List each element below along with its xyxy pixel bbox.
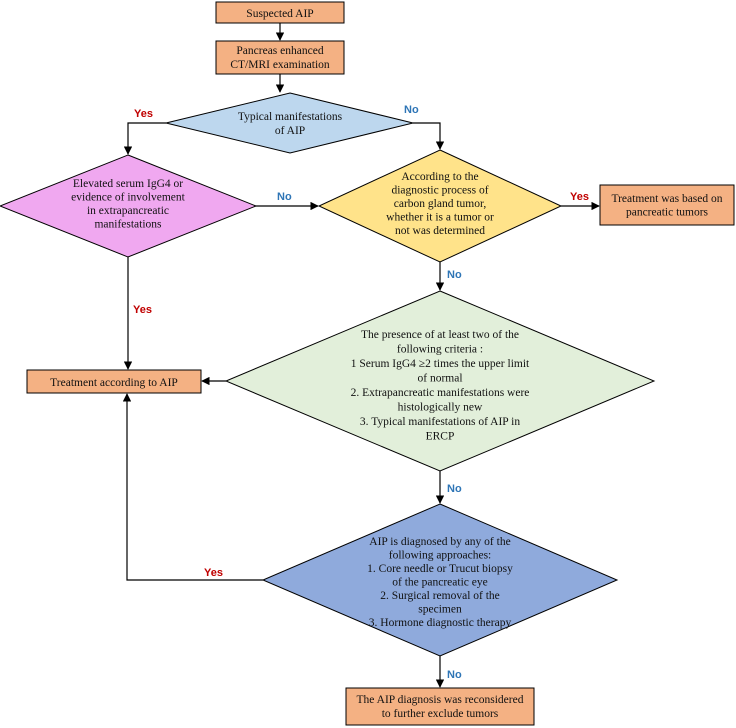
node-text-line: 2. Surgical removal of the — [380, 590, 500, 602]
label-no-igg4: No — [277, 191, 292, 203]
text-approaches: AIP is diagnosed by any of the following … — [367, 536, 513, 629]
arrow-typical-no — [413, 122, 445, 150]
label-no-tumor: No — [447, 269, 462, 281]
node-text-line: of the pancreatic eye — [392, 577, 487, 589]
node-text-line: of AIP — [275, 125, 305, 137]
text-typical-manifestations: Typical manifestations of AIP — [238, 111, 343, 137]
node-text-line: Elevated serum IgG4 or — [73, 178, 183, 190]
node-text-line: Typical manifestations — [238, 111, 343, 123]
label-no-typical: No — [404, 104, 419, 116]
label-no-approaches: No — [447, 669, 462, 681]
reconsider-box — [345, 687, 535, 726]
node-text-line: The AIP diagnosis was reconsidered — [357, 694, 524, 706]
node-text-line: 1 Serum IgG4 ≥2 times the upper limit — [351, 358, 530, 370]
node-text-line: diagnostic process of — [391, 185, 488, 197]
label-yes-igg4: Yes — [133, 304, 152, 316]
node-text-line: pancreatic tumors — [626, 207, 709, 219]
node-text-line: not was determined — [395, 225, 485, 237]
label-yes-typical: Yes — [134, 108, 153, 120]
node-text-line: following criteria : — [397, 344, 483, 356]
node-text-line: Treatment was based on — [611, 193, 722, 205]
text-suspected-aip: Suspected AIP — [246, 8, 313, 20]
node-text-line: histologically new — [398, 402, 483, 414]
node-text-line: Treatment according to AIP — [50, 377, 178, 389]
node-text-line: Suspected AIP — [246, 8, 313, 20]
treatment-tumor-box — [599, 184, 735, 226]
text-treatment-tumor: Treatment was based on pancreatic tumors — [611, 193, 722, 219]
text-reconsider: The AIP diagnosis was reconsidered to fur… — [357, 694, 524, 720]
node-text-line: 3. Hormone diagnostic therapy — [369, 617, 512, 629]
text-criteria: The presence of at least two of the follo… — [351, 329, 530, 443]
node-text-line: 3. Typical manifestations of AIP in — [360, 416, 520, 428]
node-text-line: evidence of involvement — [71, 192, 185, 204]
node-text-line: According to the — [401, 171, 478, 183]
node-text-line: to further exclude tumors — [382, 708, 499, 720]
node-text-line: following approaches: — [389, 550, 492, 562]
node-text-line: 1. Core needle or Trucut biopsy — [367, 563, 513, 575]
text-treatment-aip: Treatment according to AIP — [50, 377, 178, 389]
node-text-line: manifestations — [94, 219, 162, 231]
node-text-line: specimen — [418, 604, 462, 616]
node-text-line: carbon gland tumor, — [394, 198, 487, 210]
text-igg4: Elevated serum IgG4 or evidence of involv… — [71, 178, 185, 231]
arrow-approaches-yes — [122, 393, 263, 581]
node-text-line: AIP is diagnosed by any of the — [369, 536, 510, 548]
ct-mri-box — [215, 40, 345, 75]
label-yes-tumor: Yes — [570, 191, 589, 203]
node-text-line: The presence of at least two of the — [361, 329, 519, 341]
label-no-criteria: No — [447, 483, 462, 495]
treatment-aip-box — [26, 369, 202, 394]
node-text-line: Pancreas enhanced — [236, 45, 323, 57]
node-text-line: of normal — [417, 373, 462, 385]
label-yes-approaches: Yes — [204, 567, 223, 579]
node-text-line: CT/MRI examination — [230, 59, 330, 71]
node-text-line: ERCP — [426, 431, 455, 443]
node-text-line: in extrapancreatic — [87, 205, 169, 217]
typical-manifestations-diamond — [165, 92, 414, 154]
node-text-line: whether it is a tumor or — [386, 212, 494, 224]
node-text-line: 2. Extrapancreatic manifestations were — [351, 387, 530, 399]
arrow-typical-yes — [123, 122, 166, 155]
